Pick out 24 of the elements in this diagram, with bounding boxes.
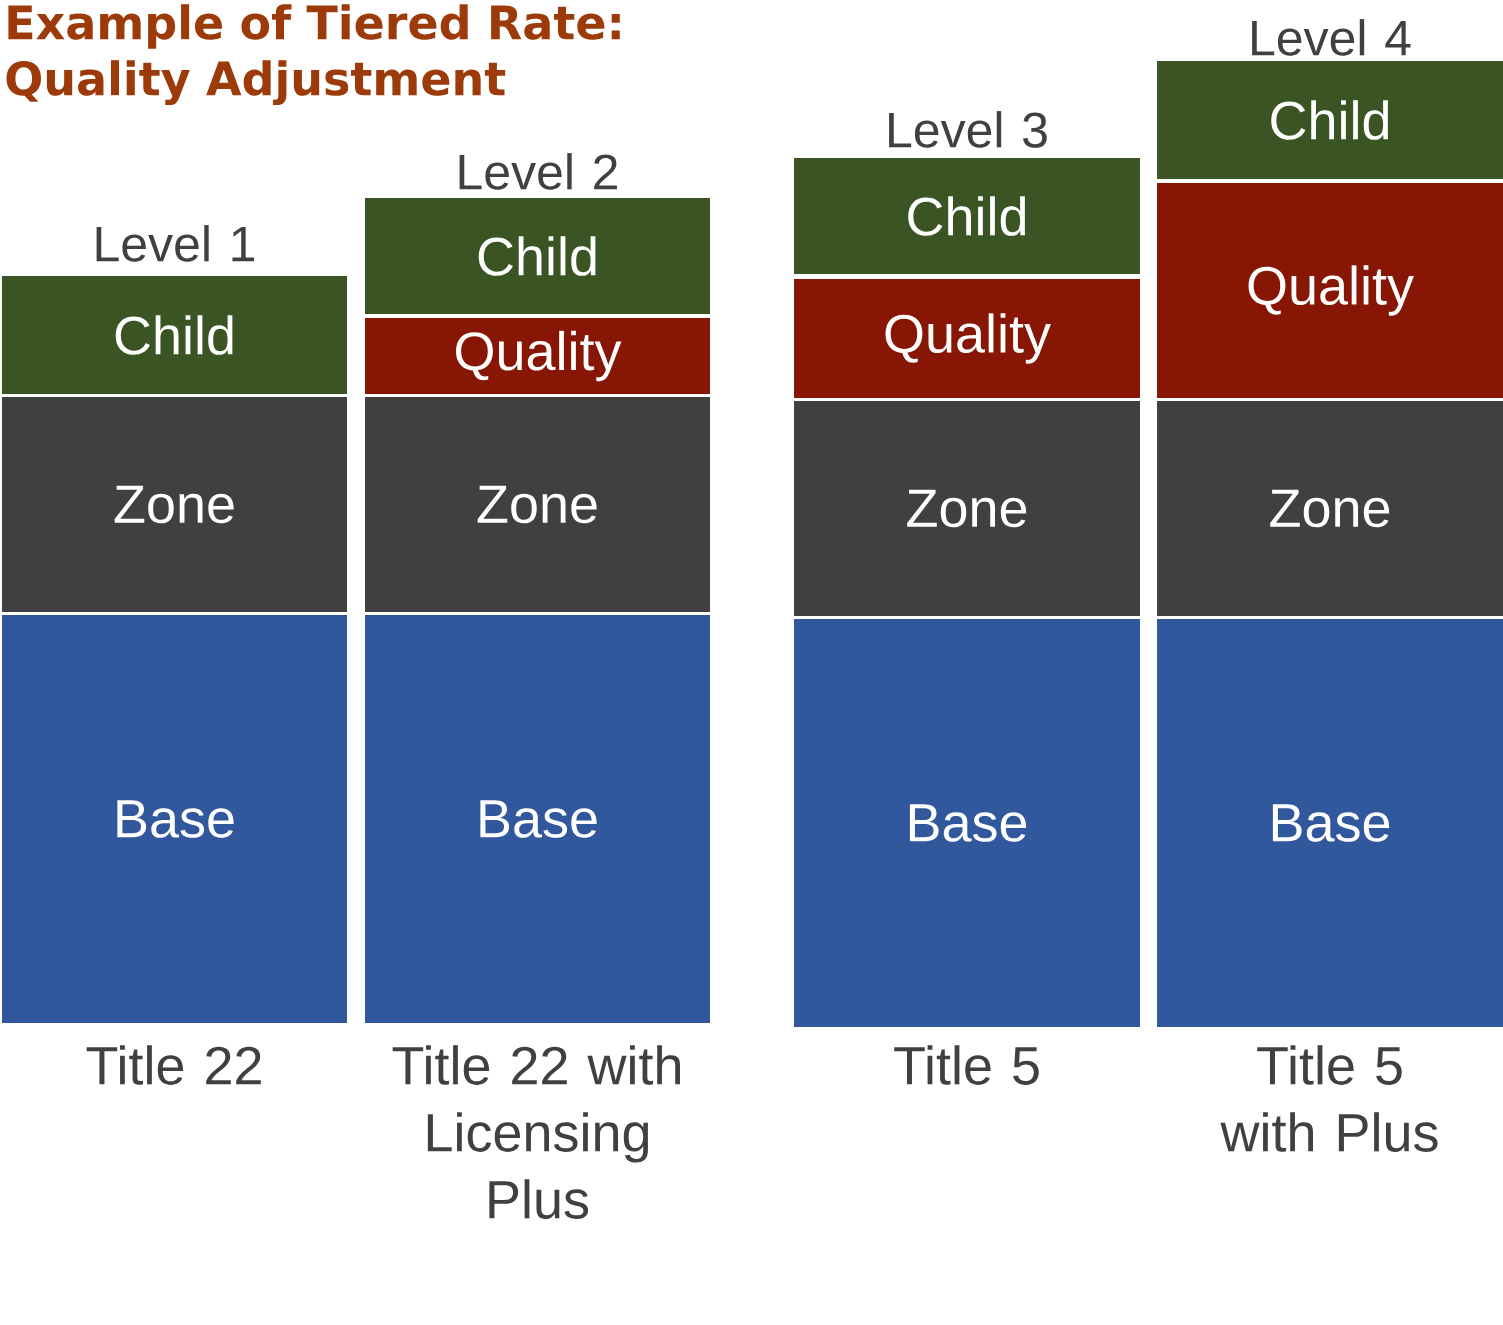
base-segment: Base: [365, 615, 710, 1023]
zone-segment: Zone: [794, 401, 1140, 616]
child-segment: Child: [2, 276, 347, 394]
zone-segment: Zone: [2, 397, 347, 612]
child-segment: Child: [365, 198, 710, 314]
level-label: Level 2: [459, 153, 617, 190]
column-caption: Title 5: [894, 1045, 1039, 1085]
child-segment: Child: [1157, 61, 1503, 179]
zone-segment: Zone: [365, 397, 710, 612]
level-label: Level 1: [96, 225, 254, 262]
level-label: Level 4: [1252, 19, 1411, 56]
base-segment: Base: [1157, 619, 1503, 1027]
title: Example of Tiered Rate: Quality Adjustment: [6, 4, 620, 106]
base-segment: Base: [794, 619, 1140, 1027]
column-caption: Title 22: [86, 1045, 261, 1085]
column-caption: Title 5 with Plus: [1220, 1045, 1438, 1152]
quality-segment: Quality: [794, 279, 1140, 398]
column-caption: Title 22 with Licensing Plus: [392, 1045, 680, 1219]
base-segment: Base: [2, 615, 347, 1023]
child-segment: Child: [794, 158, 1140, 274]
quality-segment: Quality: [1157, 183, 1503, 398]
quality-segment: Quality: [365, 318, 710, 394]
zone-segment: Zone: [1157, 401, 1503, 616]
level-label: Level 3: [889, 111, 1047, 148]
